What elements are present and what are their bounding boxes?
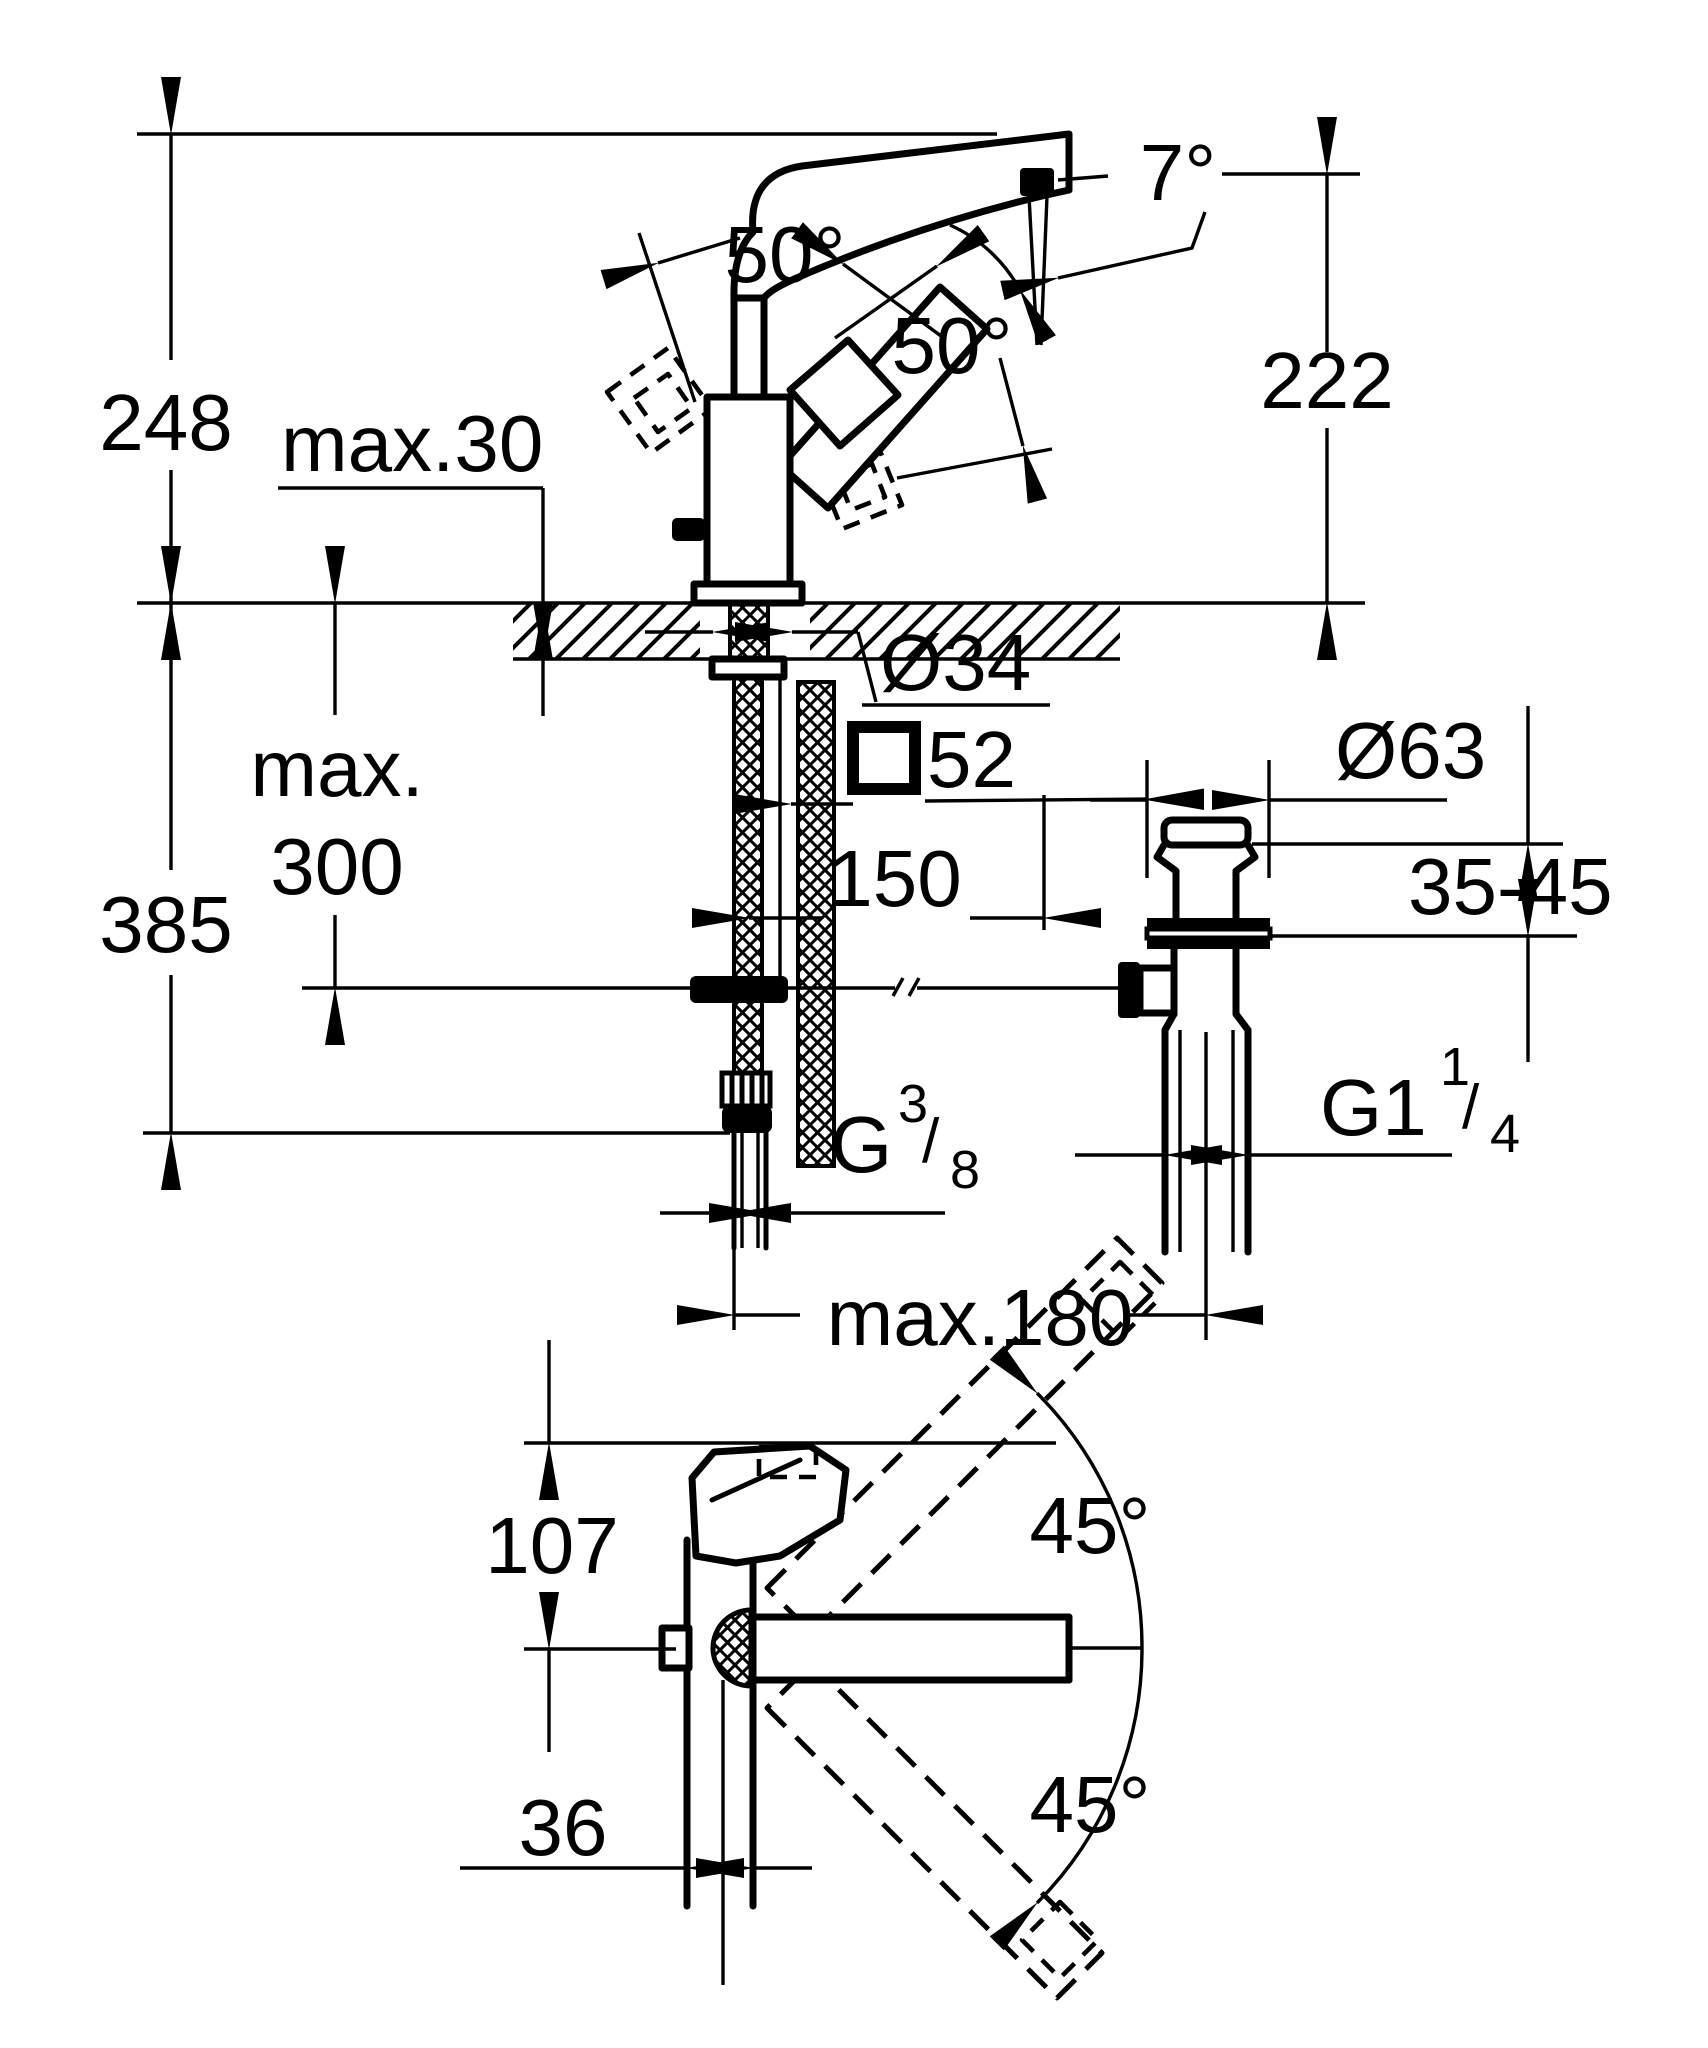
dim-swivel-left: 50°	[725, 210, 846, 299]
thread-supply-numerator: 3	[898, 1074, 928, 1134]
dim-center-distance: 150	[828, 834, 961, 923]
thread-supply-slash: /	[922, 1107, 940, 1176]
faucet-body	[703, 393, 794, 592]
rod-port	[1136, 964, 1178, 1017]
thread-supply-label: G 3 / 8	[830, 1074, 980, 1200]
dim-plan-height: 107	[485, 1501, 618, 1590]
dimension-lines	[137, 77, 1577, 1325]
dim-plan-swing-down: 45°	[1030, 1760, 1151, 1849]
hose-nut	[722, 1106, 772, 1133]
dim-max-spacing: max.180	[827, 1273, 1134, 1362]
square-symbol	[847, 721, 921, 795]
joystick-knob-face	[786, 336, 902, 450]
dim-hole-diameter: Ø34	[880, 618, 1031, 707]
thread-supply-main: G	[830, 1100, 892, 1189]
dim-spout-height: 222	[1260, 336, 1393, 425]
waste-plug-cap	[1160, 816, 1252, 849]
aerator	[1020, 168, 1054, 196]
dim-under-counter-word: max.	[250, 724, 423, 813]
dim-deck-range: 35-45	[1408, 842, 1613, 931]
rod-knob	[672, 518, 705, 541]
thread-supply-denominator: 8	[950, 1140, 980, 1200]
dim-under-counter-value: 300	[270, 822, 403, 911]
dim-overall-height: 248	[99, 378, 232, 467]
dim-outlet-angle: 7°	[1140, 128, 1216, 217]
under-counter-parts	[302, 601, 1118, 1330]
mounting-nut	[708, 655, 788, 681]
dim-counter-thickness: max.30	[281, 399, 543, 488]
labels: 248 max.30 50° 50° 7° 222 max. 300 385 Ø…	[99, 128, 1612, 1872]
thread-drain-denominator: 4	[1490, 1104, 1520, 1164]
check-valve	[719, 1070, 773, 1109]
thread-drain-main: G1	[1320, 1063, 1427, 1152]
escutcheon	[690, 580, 806, 607]
supply-hose-right	[796, 680, 836, 1168]
dim-plan-swing-up: 45°	[1030, 1481, 1151, 1570]
supply-hose-left	[732, 675, 764, 1075]
dim-waste-diameter: Ø63	[1335, 706, 1486, 795]
thread-drain-numerator: 1	[1440, 1037, 1470, 1097]
plan-view	[460, 1235, 1165, 2001]
thread-drain-label: G1 1 / 4	[1320, 1037, 1520, 1164]
dim-plan-width: 36	[519, 1783, 608, 1872]
dim-body-square: 52	[927, 715, 1016, 804]
dim-total-depth: 385	[99, 880, 232, 969]
plan-handle	[688, 1442, 850, 1567]
rod-joint	[1118, 962, 1140, 1018]
thread-drain-slash: /	[1462, 1073, 1480, 1142]
dim-swivel-right: 50°	[892, 301, 1013, 390]
popup-waste	[1118, 816, 1273, 1340]
